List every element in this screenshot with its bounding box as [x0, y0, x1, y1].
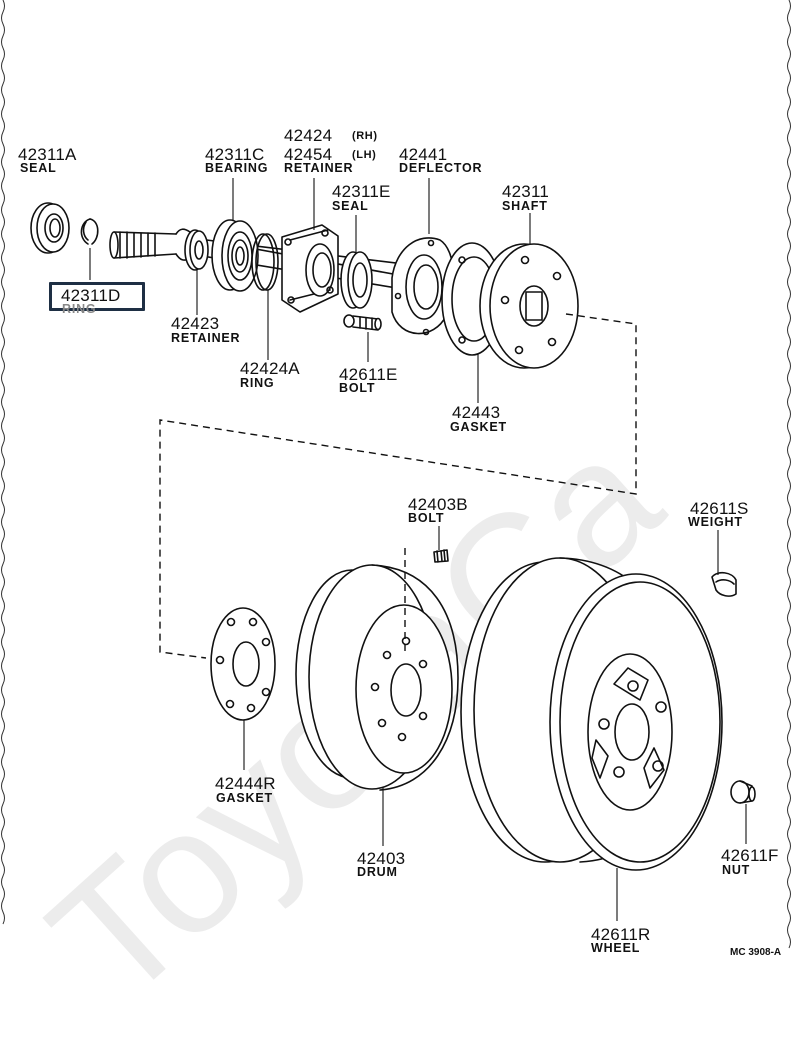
label-name-42611s: WEIGHT	[688, 515, 743, 529]
label-name-42454: RETAINER	[284, 161, 354, 175]
nut-42611f	[730, 780, 756, 804]
seal-42311a	[30, 202, 70, 254]
label-number-42454: 42454	[284, 145, 333, 164]
label-name-42611e: BOLT	[339, 381, 376, 395]
label-name-42424a: RING	[240, 376, 275, 390]
bolt-42611e	[343, 314, 382, 331]
label-name-42311a: SEAL	[20, 161, 57, 175]
label-number-42611f: 42611F	[721, 846, 779, 865]
label-number-42424: 42424	[284, 126, 333, 145]
wheel-42611r	[460, 557, 723, 871]
label-number-42441: 42441	[399, 145, 448, 164]
label-number-42424a: 42424A	[240, 359, 300, 378]
label-name-42611r: WHEEL	[591, 941, 641, 955]
label-number-42444r: 42444R	[215, 774, 276, 793]
label-name-42311: SHAFT	[502, 199, 548, 213]
deflector-42441	[391, 237, 456, 336]
gasket-42444r	[210, 607, 276, 721]
label-number-42403: 42403	[357, 849, 406, 868]
label-name-42311e: SEAL	[332, 199, 369, 213]
assembly-path-dashed	[159, 313, 637, 659]
label-number-42311: 42311	[502, 182, 550, 201]
highlight-box-42311d[interactable]	[49, 282, 145, 311]
label-number-42423: 42423	[171, 314, 220, 333]
label-name-42311d: RING	[62, 302, 97, 316]
label-name-42611f: NUT	[722, 863, 751, 877]
label-name-42423: RETAINER	[171, 331, 241, 345]
label-number-42443: 42443	[452, 403, 501, 422]
ring-42311d	[80, 218, 99, 245]
shaft-flange-42311	[479, 243, 579, 369]
bearing-42311c	[211, 219, 259, 292]
label-note-rh: (RH)	[352, 130, 378, 142]
label-number-42311d: 42311D	[61, 286, 121, 305]
label-name-42443: GASKET	[450, 420, 507, 434]
drawing-code: MC 3908-A	[730, 947, 782, 958]
bolt-42403b	[433, 549, 449, 563]
ring-42424a	[251, 233, 279, 291]
label-name-42444r: GASKET	[216, 791, 273, 805]
leader-lines	[89, 178, 747, 921]
retainer-42423	[184, 229, 209, 271]
label-name-42311c: BEARING	[205, 161, 269, 175]
label-number-42311a: 42311A	[18, 145, 77, 164]
label-number-42611s: 42611S	[690, 499, 749, 518]
perforated-edge-left	[1, 0, 5, 925]
retainer-42424	[281, 224, 339, 313]
label-number-42403b: 42403B	[408, 495, 468, 514]
perforated-edge-right	[787, 0, 791, 949]
label-number-42311e: 42311E	[332, 182, 391, 201]
label-name-42403: DRUM	[357, 865, 398, 879]
label-number-42611r: 42611R	[591, 925, 651, 944]
label-note-lh: (LH)	[352, 149, 377, 161]
seal-42311e	[340, 251, 373, 309]
brake-drum-42403	[295, 564, 459, 791]
label-name-42441: DEFLECTOR	[399, 161, 483, 175]
label-number-42311c: 42311C	[205, 145, 265, 164]
label-number-42611e: 42611E	[339, 365, 398, 384]
label-name-42403b: BOLT	[408, 511, 445, 525]
balance-weight-42611s	[711, 571, 737, 597]
